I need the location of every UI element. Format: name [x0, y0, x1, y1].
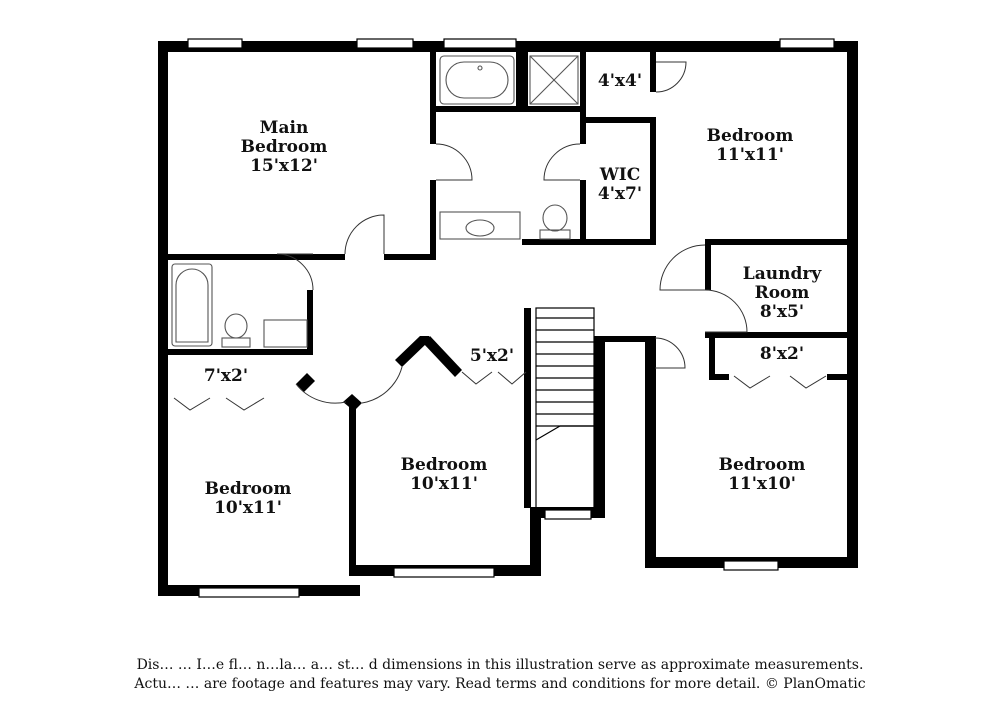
bedroom-se-dims: 11'x10': [728, 474, 796, 494]
main-bedroom-name-line1: Main: [259, 118, 309, 138]
bedroom-sw-dims: 10'x11': [214, 498, 282, 518]
fixtures: [171, 55, 579, 348]
closet-5x2-dims: 5'x2': [469, 346, 515, 366]
main-bedroom-label: Main Bedroom 15'x12': [224, 119, 344, 176]
disclaimer-line-2: Actu… … are footage and features may var…: [134, 676, 866, 692]
bedroom-ne-label: Bedroom 11'x11': [690, 127, 810, 165]
closet-7x2-label: 7'x2': [186, 367, 266, 386]
closet-4x4-label: 4'x4': [590, 72, 650, 91]
closet-4x4-dims: 4'x4': [597, 71, 643, 91]
bedroom-ne-dims: 11'x11': [716, 145, 784, 165]
main-bedroom-name-line2: Bedroom: [240, 137, 328, 157]
laundry-room-label: Laundry Room 8'x5': [722, 265, 842, 322]
bedroom-se-name: Bedroom: [718, 455, 806, 475]
bedroom-sw-label: Bedroom 10'x11': [188, 480, 308, 518]
stairs: [535, 307, 595, 509]
closet-5x2-label: 5'x2': [452, 347, 532, 366]
windows: [187, 38, 835, 598]
main-bedroom-dims: 15'x12': [250, 156, 318, 176]
bedroom-se-label: Bedroom 11'x10': [702, 456, 822, 494]
bedroom-sc-dims: 10'x11': [410, 474, 478, 494]
door-swings: [276, 61, 748, 404]
wic-label: WIC 4'x7': [588, 166, 652, 204]
bedroom-sc-label: Bedroom 10'x11': [384, 456, 504, 494]
bedroom-sc-name: Bedroom: [400, 455, 488, 475]
closet-7x2-dims: 7'x2': [203, 366, 249, 386]
interior-walls: [168, 52, 847, 574]
laundry-dims: 8'x5': [759, 302, 805, 322]
laundry-name-line1: Laundry: [742, 264, 822, 284]
laundry-name-line2: Room: [754, 283, 810, 303]
closet-8x2-dims: 8'x2': [759, 344, 805, 364]
disclaimer: Dis… … I…e fl… n…la… a… st… d dimensions…: [0, 656, 1000, 694]
bedroom-sw-name: Bedroom: [204, 479, 292, 499]
disclaimer-line-1: Dis… … I…e fl… n…la… a… st… d dimensions…: [136, 657, 864, 673]
closet-bifold-doors: [173, 371, 827, 411]
wic-name: WIC: [599, 165, 641, 185]
wic-dims: 4'x7': [597, 184, 643, 204]
bedroom-ne-name: Bedroom: [706, 126, 794, 146]
closet-8x2-label: 8'x2': [742, 345, 822, 364]
